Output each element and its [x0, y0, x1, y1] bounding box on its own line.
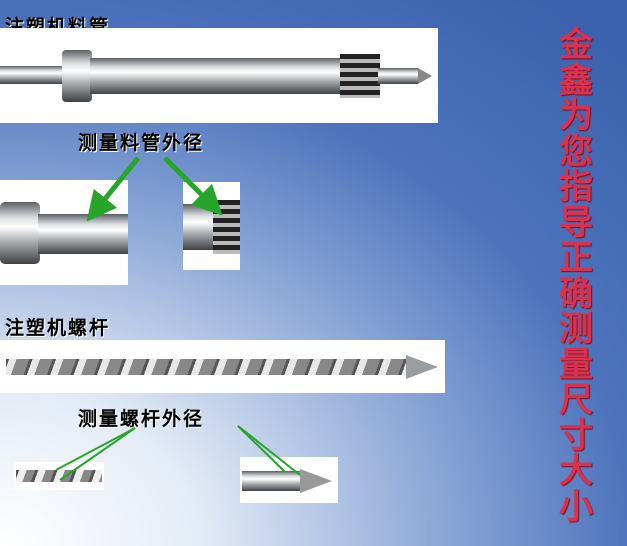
- screw-title: 注塑机螺杆: [5, 317, 111, 339]
- slogan-char: 大: [559, 451, 593, 491]
- line-screw-right: [237, 425, 286, 473]
- slogan-char: 小: [559, 486, 593, 527]
- slogan-char: 您: [559, 131, 593, 172]
- slogan-char: 金: [559, 25, 593, 65]
- line-screw-left-2: [59, 427, 136, 481]
- slogan-char: 正: [559, 238, 593, 278]
- screw-detail-left: [14, 462, 104, 490]
- barrel-photo: [0, 28, 438, 123]
- arrow-barrel-left: [86, 156, 140, 222]
- screw-photo: [0, 340, 445, 393]
- slogan-vertical: 金 鑫 为 您 指 导 正 确 测 量 尺 寸 大 小: [552, 25, 600, 527]
- slogan-char: 鑫: [559, 60, 593, 101]
- slogan-char: 量: [559, 344, 593, 385]
- line-screw-left: [55, 427, 136, 471]
- screw-detail-right: [240, 457, 338, 503]
- screw-measure-label: 测量螺杆外径: [78, 408, 205, 430]
- slogan-char: 指: [559, 167, 593, 207]
- slogan-char: 尺: [559, 380, 593, 420]
- slogan-char: 导: [559, 202, 593, 243]
- slogan-char: 确: [559, 273, 593, 314]
- slogan-char: 为: [559, 96, 593, 136]
- arrow-barrel-right: [163, 156, 223, 216]
- barrel-detail-left: [0, 180, 128, 285]
- slogan-char: 测: [559, 309, 593, 349]
- barrel-measure-label: 测量料管外径: [78, 132, 205, 154]
- line-screw-right-2: [237, 425, 301, 476]
- slogan-char: 寸: [559, 415, 593, 456]
